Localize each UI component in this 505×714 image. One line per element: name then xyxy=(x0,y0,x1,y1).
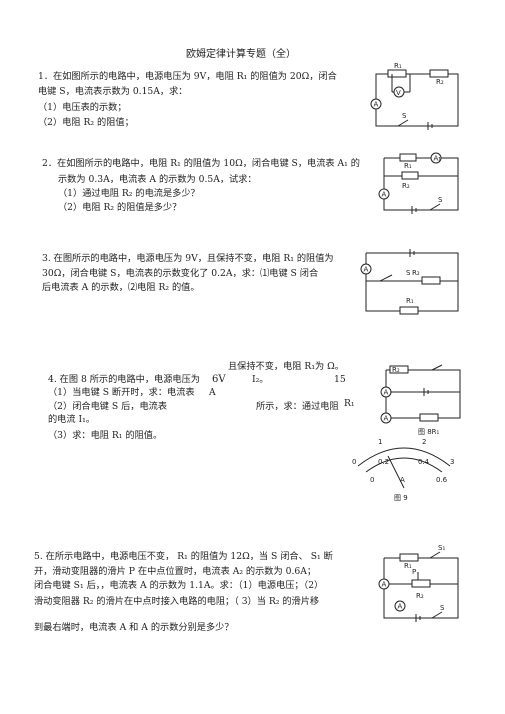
q4-sub2-b: 所示，求：通过电阻 xyxy=(256,401,339,412)
svg-text:R₂: R₂ xyxy=(416,592,424,600)
svg-text:A: A xyxy=(398,603,403,611)
q4-sub1-a: A xyxy=(209,387,216,398)
svg-text:A: A xyxy=(384,389,389,397)
svg-text:A: A xyxy=(364,266,369,274)
q4-dial-needle xyxy=(387,455,405,489)
q3-ammeter xyxy=(360,263,372,275)
svg-text:R₂: R₂ xyxy=(402,182,410,190)
q3-resistor-r2 xyxy=(421,276,441,285)
q1-sub2: （2）电阻 R₂ 的阻值； xyxy=(38,117,134,128)
svg-text:A: A xyxy=(382,581,387,589)
page-title: 欧姆定律计算专题（全） xyxy=(186,49,296,60)
q2-sub2: （2）电阻 R₂ 的阻值是多少？ xyxy=(58,202,182,213)
q5-switch-s xyxy=(431,611,443,619)
q2-circuit-figure: A₁ R₁ R₂ A S xyxy=(378,152,459,214)
q5-line4: 滑动变阻器 R₂ 的滑片在中点时接入电路的电阻；（ 3）当 R₂ 的滑片移 xyxy=(34,596,320,607)
q5-circuit-figure: S₁ R₁ P R₂ A A S xyxy=(378,544,459,622)
q4-sub2: （2）闭合电键 S 后，电流表 xyxy=(48,401,168,412)
q5-line1: 5. 在所示电路中，电源电压不变， R₁ 的阻值为 12Ω，当 S 闭合、 S₁… xyxy=(34,551,333,562)
q4-15: 15 xyxy=(334,374,346,385)
q1-line1: 1．在如图所示的电路中，电源电压为 9V，电阻 R₁ 的阻值为 20Ω，闭合 xyxy=(38,71,337,82)
svg-text:A₁: A₁ xyxy=(434,155,442,163)
q4-resistor-r1 xyxy=(419,413,439,422)
svg-text:A: A xyxy=(384,415,389,423)
svg-text:R₁: R₁ xyxy=(394,62,402,70)
svg-text:S: S xyxy=(402,112,407,120)
svg-text:P: P xyxy=(412,568,416,576)
q5-ammeter-a xyxy=(378,578,390,590)
q2-line2: 示数为 0.3A，电流表 A 的示数为 0.5A，试求： xyxy=(58,174,257,185)
q5-resistor-r2 xyxy=(411,579,431,588)
svg-text:S₁: S₁ xyxy=(438,544,445,552)
svg-text:S: S xyxy=(438,196,443,204)
q4-sub3: （3）求：电阻 R₁ 的阻值。 xyxy=(48,430,163,441)
q4-voltage: 6V xyxy=(212,374,226,385)
svg-text:R₂: R₂ xyxy=(412,269,420,277)
q4-sub2-r1: R₁ xyxy=(344,398,355,409)
svg-text:0.2: 0.2 xyxy=(378,458,389,466)
q1-resistor-r1 xyxy=(387,69,407,78)
q1-circuit-figure: R₁ R₂ V A S xyxy=(370,62,459,130)
q4-resistor-r2 xyxy=(389,365,409,374)
q5-line2: 开，滑动变阻器的滑片 P 在中点位置时，电流表 A₂ 的示数为 0.6A； xyxy=(34,566,317,577)
q4-sub1: （1）当电键 S 断开时，求：电流表 xyxy=(48,387,195,398)
q4-head: 4. 在图 8 所示的电路中，电源电压为 xyxy=(48,374,200,385)
q3-switch xyxy=(379,274,393,282)
svg-text:R₂: R₂ xyxy=(392,366,400,374)
q5-ammeter-a2 xyxy=(394,600,406,612)
q5-line5: 到最右端时，电流表 A 和 A 的示数分别是多少？ xyxy=(34,622,234,633)
svg-text:0: 0 xyxy=(352,458,356,466)
svg-text:0: 0 xyxy=(370,476,374,484)
svg-text:A: A xyxy=(382,191,387,199)
q2-line1: 2．在如图所示的电路中，电阻 R₁ 的阻值为 10Ω，闭合电键 S，电流表 A₁… xyxy=(42,158,360,169)
q2-switch xyxy=(429,203,441,211)
q2-resistor-r2 xyxy=(401,171,419,180)
q3-line1: 3. 在图所示的电路中，电源电压为 9V，且保持不变，电阻 R₁ 的阻值为 xyxy=(42,253,334,264)
svg-text:R₁: R₁ xyxy=(406,297,414,305)
q1-voltmeter xyxy=(393,86,405,98)
q4-top-line: 且保持不变，电阻 R₁为 Ω。 xyxy=(228,361,344,372)
q2-sub1: （1）通过电阻 R₂ 的电流是多少？ xyxy=(58,188,200,199)
q1-sub1: （1）电压表的示数； xyxy=(38,102,127,113)
svg-text:R₁: R₁ xyxy=(404,162,412,170)
q4-i2: I₂。 xyxy=(252,374,269,385)
q5-line3: 闭合电键 S₁ 后，，电流表 A 的示数为 1.1A。求：（1）电源电压；（2） xyxy=(34,580,324,591)
q3-resistor-r1 xyxy=(399,306,419,315)
svg-text:图 9: 图 9 xyxy=(394,494,408,502)
svg-text:R₁: R₁ xyxy=(404,562,412,570)
q3-circuit-figure: A S R₂ R₁ xyxy=(360,249,459,315)
q2-resistor-r1 xyxy=(399,153,417,162)
svg-text:1: 1 xyxy=(378,438,382,446)
q4-sub2-d: 的电流 I₁。 xyxy=(48,414,95,425)
q3-line2: 30Ω，闭合电键 S，电流表的示数变化了 0.2A，求：⑴电键 S 闭合 xyxy=(42,268,319,279)
q4-switch xyxy=(431,364,443,371)
svg-text:S: S xyxy=(440,604,445,612)
q4-ammeter-dial-figure-9: 1 2 0 0.2 0.4 3 0 A 0.6 图 9 xyxy=(352,438,454,502)
svg-text:V: V xyxy=(396,89,401,97)
svg-text:0.4: 0.4 xyxy=(418,458,430,466)
svg-text:R₂: R₂ xyxy=(436,78,444,86)
q4-ammeter-a xyxy=(380,386,392,398)
q2-ammeter-a1 xyxy=(430,152,442,164)
q1-resistor-r2 xyxy=(429,69,449,78)
q1-switch xyxy=(397,119,409,127)
svg-text:A: A xyxy=(374,101,379,109)
svg-text:S: S xyxy=(406,269,411,277)
svg-text:图 8R₁: 图 8R₁ xyxy=(418,428,440,436)
q2-ammeter-a xyxy=(378,188,390,200)
q4-ammeter-a1 xyxy=(380,412,392,424)
svg-text:0.6: 0.6 xyxy=(436,476,448,484)
q5-switch-s1 xyxy=(429,551,441,559)
q3-line3: 后电流表 A 的示数，⑵电阻 R₂ 的值。 xyxy=(42,282,200,293)
q1-line2: 电键 S，电流表示数为 0.15A，求： xyxy=(38,86,188,97)
q4-circuit-figure-8: R₂ A A 图 8R₁ xyxy=(380,364,461,436)
svg-text:3: 3 xyxy=(450,458,454,466)
q1-ammeter xyxy=(370,98,382,110)
svg-text:A: A xyxy=(400,476,405,484)
svg-text:2: 2 xyxy=(422,438,426,446)
q5-resistor-r1 xyxy=(399,553,419,562)
